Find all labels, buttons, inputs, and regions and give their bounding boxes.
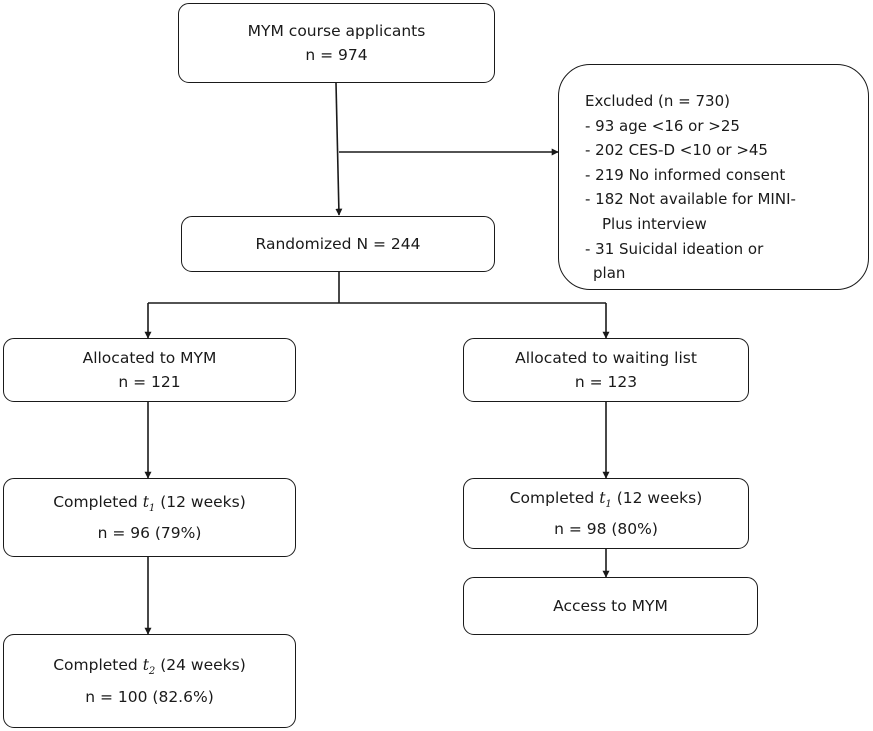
mym-completed-t1-title: Completed t1 (12 weeks)	[53, 492, 246, 515]
mym-completed-t2-title: Completed t2 (24 weeks)	[53, 656, 246, 678]
allocated-mym-box: Allocated to MYM n = 121	[3, 338, 296, 402]
allocated-mym-title: Allocated to MYM	[82, 349, 217, 367]
excluded-item: - 202 CES-D <10 or >45	[585, 141, 768, 160]
mym-completed-t2-count: n = 100 (82.6%)	[85, 687, 214, 706]
excluded-item-continued: Plus interview	[602, 214, 707, 233]
mym-completed-t1-count: n = 96 (79%)	[97, 524, 202, 543]
mym-completed-t1-box: Completed t1 (12 weeks) n = 96 (79%)	[3, 478, 296, 557]
time-symbol: t1	[599, 488, 612, 511]
allocated-waiting-box: Allocated to waiting list n = 123	[463, 338, 749, 402]
allocated-waiting-title: Allocated to waiting list	[515, 349, 697, 367]
allocated-mym-count: n = 121	[118, 373, 181, 391]
excluded-item: - 93 age <16 or >25	[585, 116, 740, 135]
applicants-title: MYM course applicants	[247, 22, 426, 40]
applicants-box: MYM course applicants n = 974	[178, 3, 495, 83]
waiting-completed-t1-count: n = 98 (80%)	[554, 520, 658, 539]
time-symbol: t1	[142, 492, 156, 515]
excluded-item-continued: plan	[593, 264, 626, 283]
waiting-completed-t1-box: Completed t1 (12 weeks) n = 98 (80%)	[463, 478, 749, 549]
waiting-completed-t1-title: Completed t1 (12 weeks)	[509, 488, 703, 511]
randomized-label: Randomized N = 244	[255, 235, 421, 253]
excluded-item: - 182 Not available for MINI-	[585, 190, 796, 209]
excluded-title: Excluded (n = 730)	[585, 92, 730, 110]
excluded-box: Excluded (n = 730) - 93 age <16 or >25 -…	[558, 64, 869, 290]
randomized-box: Randomized N = 244	[181, 216, 495, 272]
excluded-item: - 31 Suicidal ideation or	[585, 239, 764, 258]
access-mym-label: Access to MYM	[553, 597, 668, 615]
allocated-waiting-count: n = 123	[574, 373, 638, 391]
excluded-item: - 219 No informed consent	[585, 165, 786, 184]
mym-completed-t2-box: Completed t2 (24 weeks) n = 100 (82.6%)	[3, 634, 296, 728]
arrow-applicants-to-randomized	[335, 82, 343, 216]
time-symbol: t2	[142, 656, 156, 678]
access-mym-box: Access to MYM	[463, 577, 758, 635]
applicants-count: n = 974	[305, 46, 368, 64]
